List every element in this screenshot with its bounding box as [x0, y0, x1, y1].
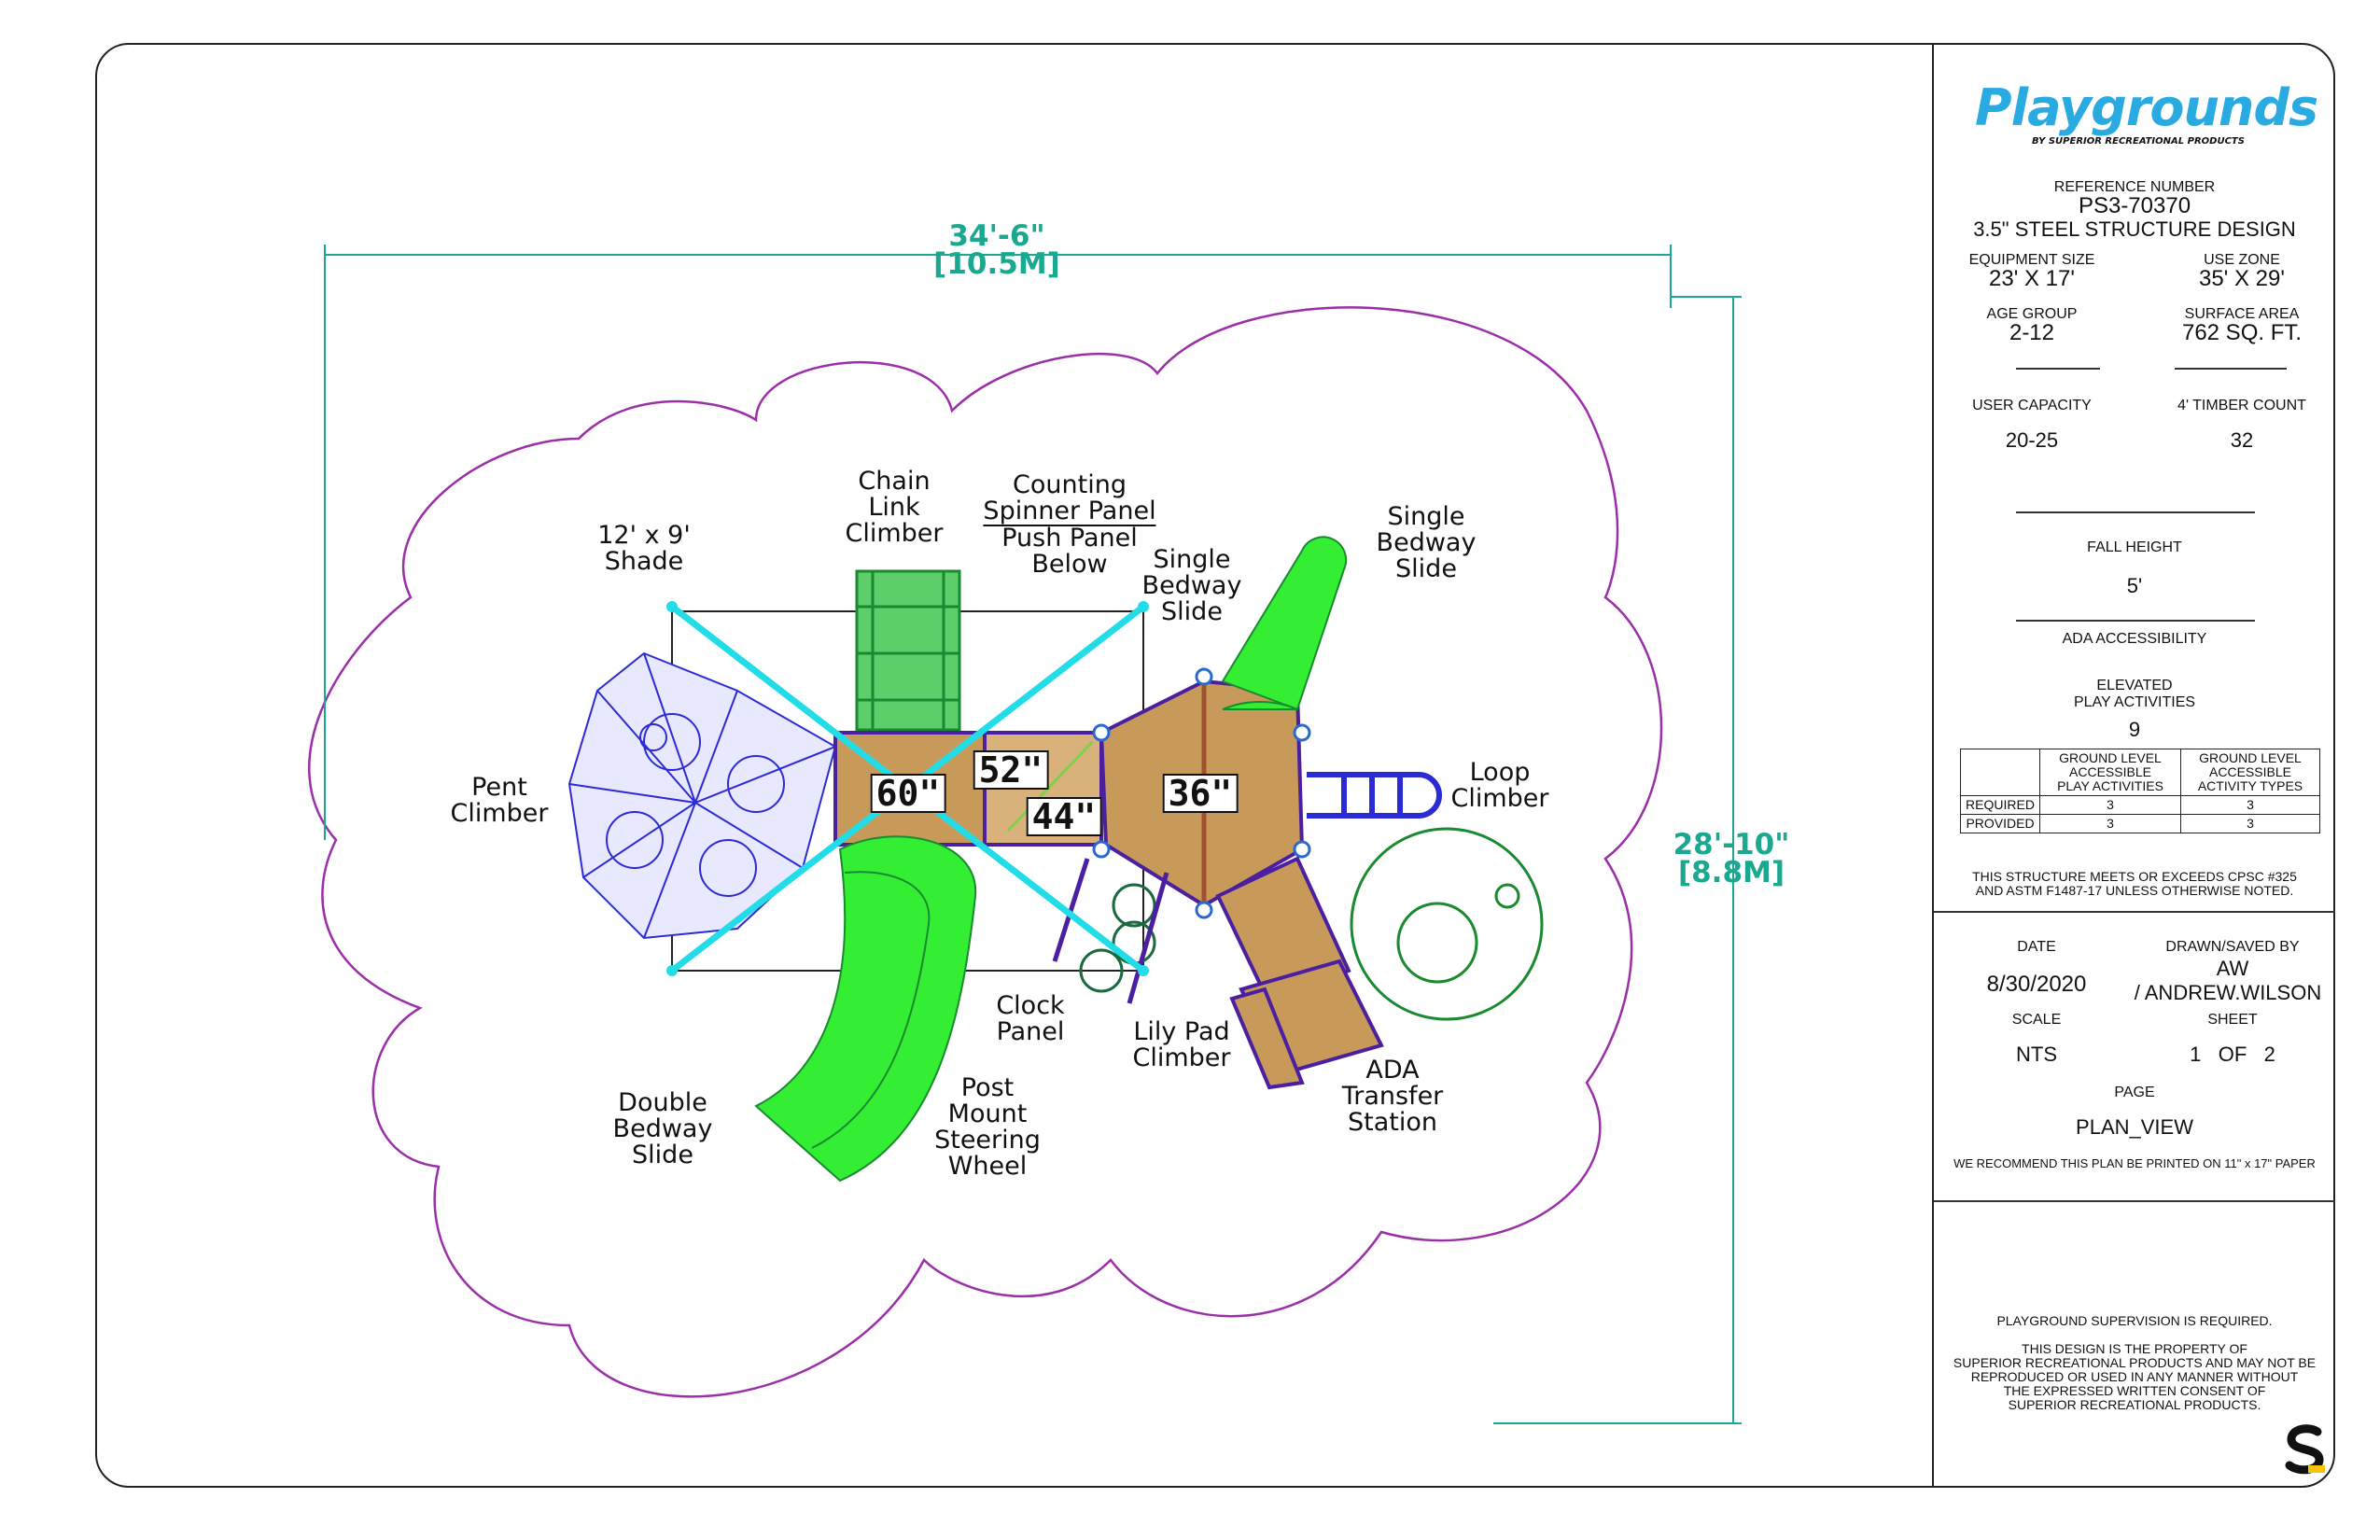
drawn-by-label: DRAWN/SAVED BY [2165, 939, 2300, 955]
label-ada-station: ADA Transfer Station [1341, 1056, 1444, 1137]
fall-height: 5' [2126, 574, 2143, 597]
brand-s-icon [2285, 1424, 2325, 1475]
double-bedway-slide [754, 835, 977, 1183]
title-block: Playgrounds BY SUPERIOR RECREATIONAL PRO… [1932, 43, 2335, 1488]
use-zone-outline [308, 306, 1663, 1398]
ada-symbol [1350, 827, 1544, 1021]
scale: NTS [2016, 1043, 2057, 1066]
timber-count: 32 [2230, 428, 2254, 452]
brand-logo: Playgrounds [1975, 78, 2318, 137]
chain-link-climber [855, 569, 961, 732]
table-cell: 3 [2039, 795, 2181, 815]
table-row: PROVIDED 3 3 [1960, 814, 2321, 833]
width-dimension-ft: 34'-6" [948, 219, 1045, 253]
width-dimension-m: [10.5M] [933, 247, 1060, 281]
table-header: GROUND LEVEL ACCESSIBLE PLAY ACTIVITIES [2039, 749, 2181, 796]
date-label: DATE [2017, 939, 2056, 955]
page-label: PAGE [2114, 1085, 2155, 1100]
table-cell: PROVIDED [1960, 814, 2040, 833]
page-name: PLAN_VIEW [2076, 1115, 2193, 1139]
pent-climber [567, 651, 837, 940]
property-note: THIS DESIGN IS THE PROPERTY OF SUPERIOR … [1953, 1341, 2317, 1412]
depth-dimension [1493, 296, 1742, 1424]
user-capacity-label: USER CAPACITY [1972, 398, 2092, 413]
table-header: GROUND LEVEL ACCESSIBLE ACTIVITY TYPES [2179, 749, 2321, 796]
use-zone-label: USE ZONE [2204, 252, 2280, 268]
sheet-label: SHEET [2207, 1012, 2258, 1028]
label-shade: 12' x 9' Shade [597, 521, 691, 576]
table-cell [1960, 749, 2040, 796]
scale-label: SCALE [2011, 1012, 2062, 1028]
label-clock-panel: Clock Panel [996, 991, 1065, 1046]
label-pent-climber: Pent Climber [450, 773, 549, 828]
surface-area: 762 SQ. FT. [2181, 320, 2303, 345]
table-row: REQUIRED 3 3 [1960, 795, 2321, 815]
timber-count-label: 4' TIMBER COUNT [2177, 398, 2306, 413]
age-group-label: AGE GROUP [1986, 306, 2078, 322]
deck-height-52: 52" [973, 750, 1049, 790]
table-row: GROUND LEVEL ACCESSIBLE PLAY ACTIVITIES … [1960, 749, 2321, 796]
label-lily-pad: Lily Pad Climber [1132, 1017, 1231, 1072]
elevated-activities-count: 9 [2128, 718, 2141, 741]
label-steering-wheel: Post Mount Steering Wheel [934, 1073, 1041, 1181]
shade-corners [666, 601, 1149, 976]
divider [2016, 511, 2255, 513]
deck-height-60: 60" [870, 774, 946, 813]
depth-dimension-ft: 28'-10" [1673, 828, 1790, 861]
table-cell: REQUIRED [1960, 795, 2040, 815]
equipment-size-label: EQUIPMENT SIZE [1968, 252, 2095, 268]
depth-dimension-m: [8.8M] [1677, 856, 1785, 889]
ada-accessibility-label: ADA ACCESSIBILITY [2062, 631, 2207, 647]
date: 8/30/2020 [1986, 972, 2087, 997]
drawn-by-name: / ANDREW.WILSON [2134, 981, 2322, 1004]
fall-height-label: FALL HEIGHT [2087, 539, 2182, 555]
deck-height-36: 36" [1162, 774, 1239, 813]
loop-climber [1307, 772, 1442, 819]
sheet-number: 1 OF 2 [2190, 1043, 2275, 1066]
use-zone: 35' X 29' [2199, 266, 2285, 291]
table-cell: 3 [2179, 795, 2321, 815]
divider [1934, 1200, 2335, 1202]
label-loop-climber: Loop Climber [1450, 758, 1549, 813]
equipment-size: 23' X 17' [1989, 266, 2075, 291]
label-chain-link: Chain Link Climber [845, 467, 944, 548]
label-single-slide-center: Single Bedway Slide [1141, 545, 1242, 626]
elevated-activities-label: ELEVATED PLAY ACTIVITIES [2073, 678, 2196, 710]
structure-design: 3.5" STEEL STRUCTURE DESIGN [1973, 217, 2296, 241]
user-capacity: 20-25 [2005, 428, 2059, 452]
label-counting-spinner: Counting Spinner Panel [983, 470, 1156, 526]
table-cell: 3 [2039, 814, 2181, 833]
single-slide-right [1221, 536, 1348, 711]
surface-area-label: SURFACE AREA [2184, 306, 2300, 322]
reference-label: REFERENCE NUMBER [2053, 179, 2216, 195]
print-recommendation: WE RECOMMEND THIS PLAN BE PRINTED ON 11"… [1953, 1156, 2316, 1170]
ada-activities-table: GROUND LEVEL ACCESSIBLE PLAY ACTIVITIES … [1960, 749, 2321, 833]
divider [2016, 620, 2255, 622]
ada-transfer-steps [1215, 856, 1384, 1090]
deck-posts [1092, 667, 1311, 919]
spinner-panel-line [1006, 740, 1094, 833]
supervision-note: PLAYGROUND SUPERVISION IS REQUIRED. [1996, 1313, 2273, 1328]
divider [1934, 911, 2335, 913]
cpsc-compliance-note: THIS STRUCTURE MEETS OR EXCEEDS CPSC #32… [1972, 869, 2297, 898]
deck-height-44: 44" [1026, 797, 1102, 836]
label-push-panel: Push Panel Below [1001, 524, 1138, 579]
divider [2175, 368, 2287, 370]
drawn-by-initials: AW [2216, 957, 2249, 980]
label-double-slide: Double Bedway Slide [612, 1088, 713, 1169]
reference-number: PS3-70370 [2078, 193, 2191, 218]
divider [2016, 368, 2100, 370]
table-cell: 3 [2179, 814, 2321, 833]
lily-pad-climber [1052, 858, 1169, 1004]
age-group: 2-12 [2009, 320, 2055, 345]
label-single-slide-right: Single Bedway Slide [1376, 502, 1477, 583]
brand-logo-subtitle: BY SUPERIOR RECREATIONAL PRODUCTS [2032, 136, 2245, 147]
